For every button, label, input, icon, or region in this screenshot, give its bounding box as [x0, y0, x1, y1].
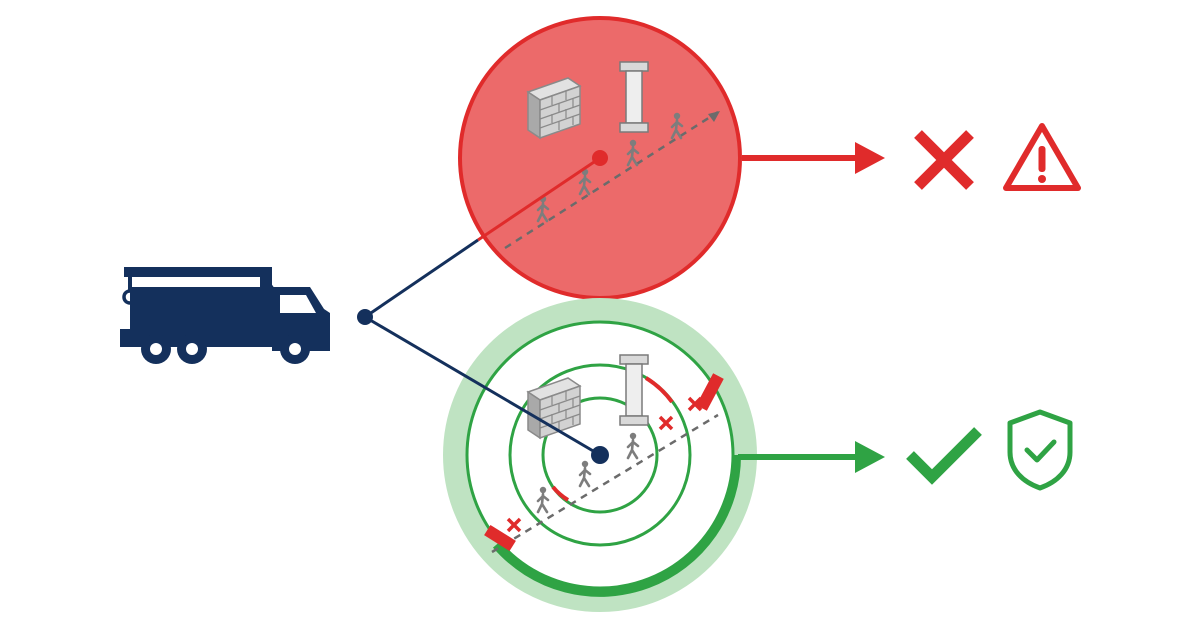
- unsafe-reach-point: [592, 150, 608, 166]
- unsafe-scenario: [458, 16, 1081, 300]
- safe-reach-point: [591, 446, 609, 464]
- safe-scenario: [364, 298, 1073, 612]
- restricted-marker-end: [484, 524, 516, 552]
- shield-check-icon: [1007, 409, 1073, 491]
- branch-node: [357, 309, 373, 325]
- safe-reach-line: [364, 315, 601, 457]
- branch-connector: [357, 238, 479, 325]
- warning-triangle-icon: [1003, 123, 1081, 191]
- unsafe-outcome-arrowhead: [855, 142, 885, 174]
- unsafe-path-arrowhead: [708, 111, 720, 122]
- safe-walk-path: [491, 413, 719, 554]
- restricted-arc-middle: [644, 376, 674, 404]
- safe-middle-ring: [508, 363, 692, 547]
- cross-icon: [914, 130, 974, 190]
- unsafe-reach-line: [477, 156, 601, 242]
- pedestrian-icon: [578, 460, 592, 488]
- pedestrian-icon: [626, 139, 640, 167]
- brick-wall-icon: [526, 77, 582, 140]
- checkmark-icon: [906, 427, 982, 485]
- pedestrian-icon: [536, 486, 550, 514]
- pillar-icon: [619, 354, 649, 426]
- pedestrian-icon: [626, 432, 640, 460]
- pedestrian-icon: [578, 168, 592, 196]
- pedestrian-icon: [670, 112, 684, 140]
- branch-line-top: [364, 238, 479, 319]
- blocked-marker: [687, 396, 703, 412]
- safe-inner-ring: [541, 396, 659, 514]
- blocked-marker: [658, 415, 674, 431]
- restricted-marker-end: [696, 373, 724, 411]
- safe-outer-ring-thick: [492, 454, 742, 597]
- crane-truck-icon: [120, 267, 330, 364]
- pillar-icon: [619, 61, 649, 133]
- blocked-marker: [506, 517, 522, 533]
- safe-outer-ring: [465, 320, 735, 590]
- safe-outcome-arrowhead: [855, 441, 885, 473]
- unsafe-walk-path: [504, 110, 719, 250]
- restricted-arc-inner: [551, 485, 570, 502]
